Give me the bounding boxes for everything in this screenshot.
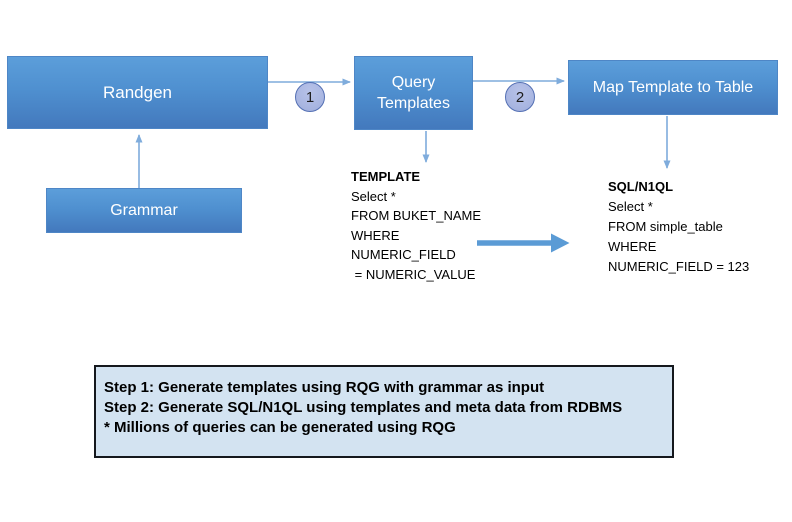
node-grammar-label: Grammar [110,202,178,219]
sql-line: NUMERIC_FIELD = 123 [608,259,750,274]
sql-text-block: SQL/N1QL Select * FROM simple_table WHER… [608,177,749,277]
sql-line: WHERE [608,239,657,254]
template-line: NUMERIC_FIELD [351,247,456,262]
step-badge-1: 1 [295,82,325,112]
node-grammar: Grammar [46,188,242,233]
node-map-template-to-table: Map Template to Table [568,60,778,115]
node-query-templates: Query Templates [354,56,473,130]
node-map-template-to-table-label: Map Template to Table [592,79,754,96]
sql-line: Select * [608,199,653,214]
node-randgen-label: Randgen [102,83,172,102]
step-badge-2: 2 [505,82,535,112]
node-randgen: Randgen [7,56,268,129]
template-text-block: TEMPLATE Select * FROM BUKET_NAME WHERE … [351,167,481,284]
template-line: WHERE [351,227,400,243]
node-query-templates-label: Query Templates [377,74,450,112]
notes-line-step2: Step 2: Generate SQL/N1QL using template… [104,399,623,416]
steps-notes-box: Step 1: Generate templates using RQG wit… [94,365,674,458]
notes-line-millions: * Millions of queries can be generated u… [104,419,456,436]
step-badge-1-label: 1 [305,88,315,106]
template-title: TEMPLATE [351,169,421,184]
step-badge-2-label: 2 [515,88,525,106]
template-line: Select * [351,188,396,204]
notes-line-step1: Step 1: Generate templates using RQG wit… [104,379,545,396]
sql-line: FROM simple_table [608,219,723,234]
block-arrow-template-to-sql [477,233,570,253]
template-line: = NUMERIC_VALUE [351,266,476,282]
sql-title: SQL/N1QL [608,179,674,194]
template-line: FROM BUKET_NAME [351,208,482,223]
